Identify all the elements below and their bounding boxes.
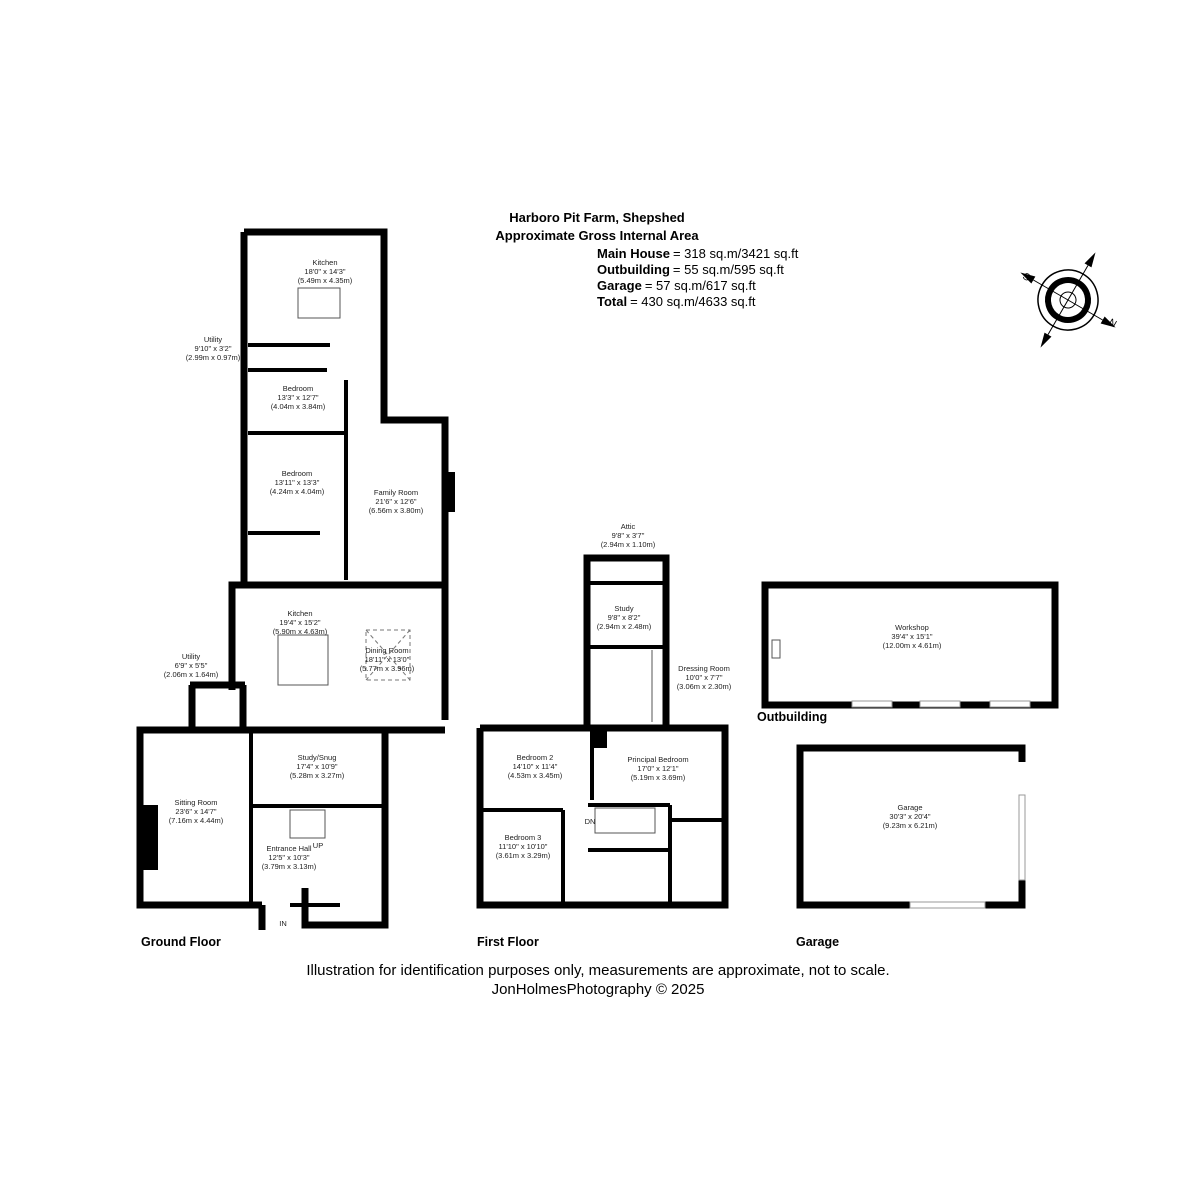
area-outbuilding: Outbuilding= 55 sq.m/595 sq.ft: [597, 262, 784, 277]
compass-icon: [1020, 252, 1116, 348]
outbuilding-label: Outbuilding: [757, 710, 827, 724]
compass-north: N: [1107, 317, 1119, 330]
area-summary: Harboro Pit Farm, Shepshed Approximate G…: [495, 210, 798, 309]
first-floor-label: First Floor: [477, 935, 539, 949]
compass-south: S: [1021, 271, 1033, 284]
stairs-up-label: UP: [313, 841, 323, 850]
area-main-house: Main House= 318 sq.m/3421 sq.ft: [597, 246, 799, 261]
ground-floor-walls: [136, 228, 455, 930]
stairs-down-label: DN: [585, 817, 596, 826]
first-floor-walls: [476, 554, 729, 909]
entrance-label: IN: [279, 919, 287, 928]
area-garage: Garage= 57 sq.m/617 sq.ft: [597, 278, 756, 293]
area-subtitle: Approximate Gross Internal Area: [495, 228, 699, 243]
garage-label: Garage: [796, 935, 839, 949]
copyright: JonHolmesPhotography © 2025: [492, 981, 705, 998]
property-title: Harboro Pit Farm, Shepshed: [509, 210, 685, 225]
area-total: Total= 430 sq.m/4633 sq.ft: [597, 294, 756, 309]
ground-floor-label: Ground Floor: [141, 935, 221, 949]
disclaimer: Illustration for identification purposes…: [306, 962, 889, 979]
